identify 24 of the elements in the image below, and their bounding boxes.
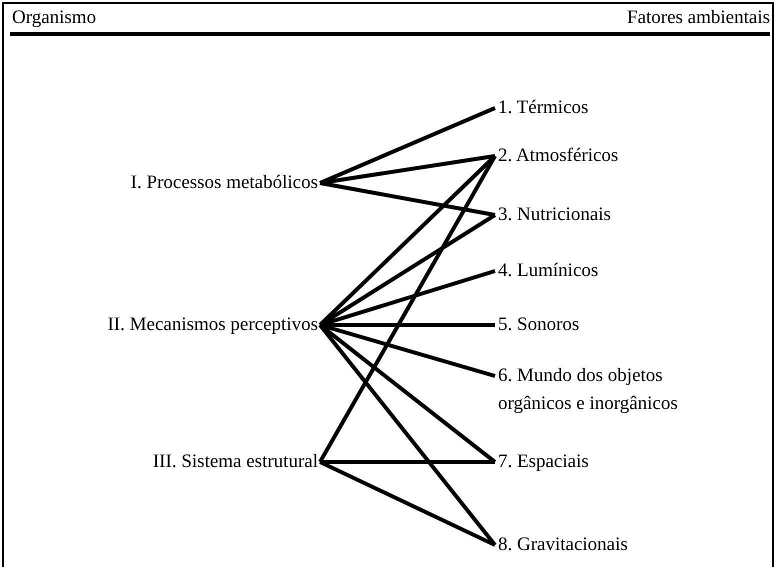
factor-label: 5. Sonoros xyxy=(495,311,580,339)
factor-label: 4. Lumínicos xyxy=(495,257,598,285)
connector-line xyxy=(320,181,496,217)
factor-label: 2. Atmosféricos xyxy=(495,142,618,170)
factor-label: 7. Espaciais xyxy=(495,448,589,476)
factor-label: 1. Térmicos xyxy=(495,94,588,122)
connector-line xyxy=(319,106,496,185)
factor-label: II. Mecanismos perceptivos xyxy=(107,311,320,339)
column-heading: Fatores ambientais xyxy=(627,7,770,29)
connector-line xyxy=(318,324,497,546)
factor-label: 3. Nutricionais xyxy=(495,201,611,229)
connector-line xyxy=(318,213,496,327)
factor-label: III. Sistema estrutural xyxy=(152,448,320,476)
connector-line xyxy=(318,155,497,463)
factor-label: 8. Gravitacionais xyxy=(495,531,628,559)
column-heading: Organismo xyxy=(12,7,96,29)
factor-label: 6. Mundo dos objetos orgânicos e inorgânicos xyxy=(495,362,730,418)
connector-line xyxy=(319,323,496,378)
connector-line xyxy=(319,460,496,547)
connector-line xyxy=(320,460,495,464)
connector-line xyxy=(318,323,496,464)
factor-label: I. Processos metabólicos xyxy=(130,169,320,197)
connector-line xyxy=(319,269,496,327)
connector-line xyxy=(320,154,496,185)
